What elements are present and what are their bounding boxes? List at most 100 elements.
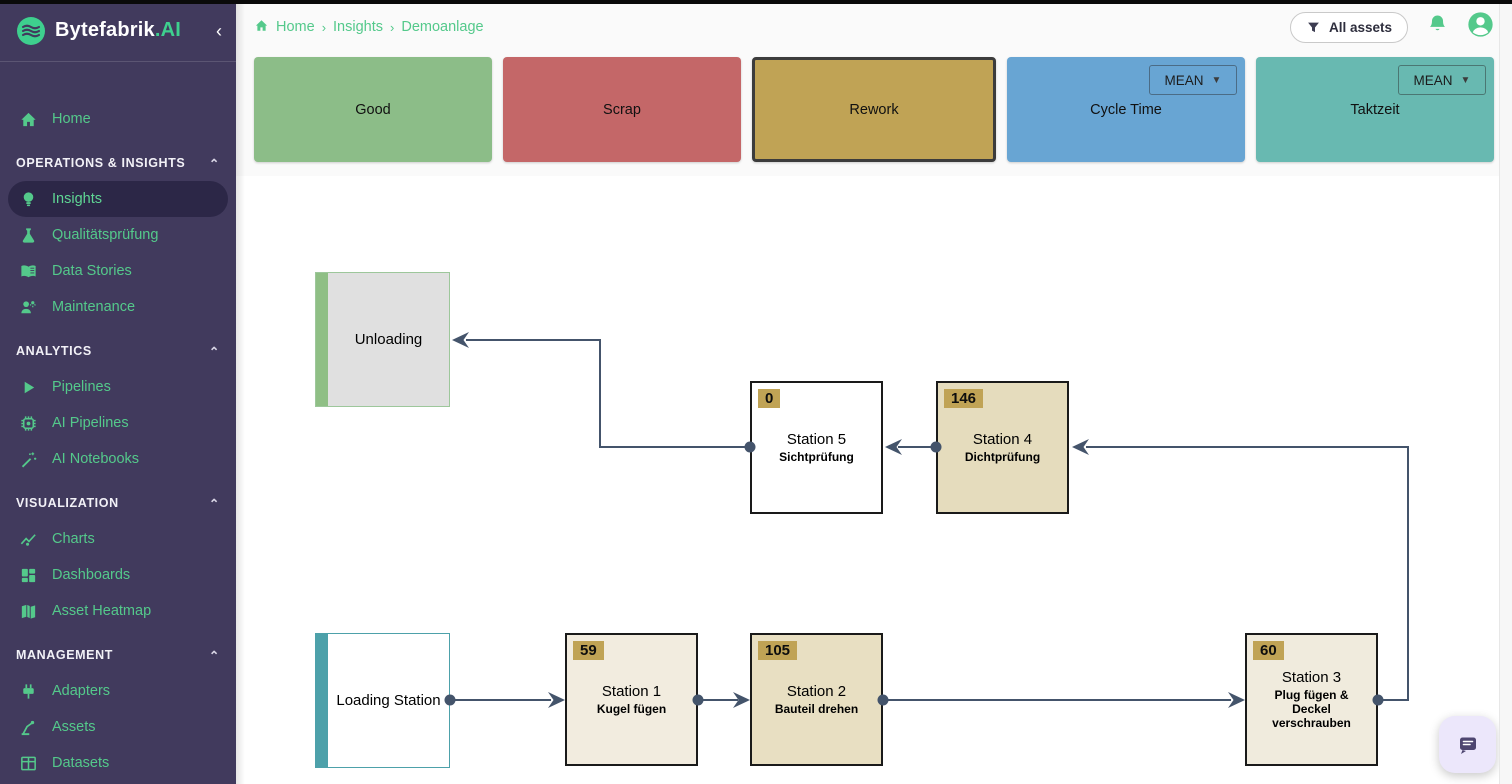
sidebar-item-charts[interactable]: Charts (0, 521, 236, 557)
chevron-up-icon: ⌃ (208, 344, 220, 359)
map-icon (16, 602, 40, 621)
brand-name: Bytefabrik.AI (55, 19, 181, 41)
metric-card-rework[interactable]: Rework (752, 57, 996, 162)
dashboard-icon (16, 566, 40, 585)
top-bar: Home › Insights › Demoanlage All assets (236, 4, 1512, 50)
magic-wand-icon (16, 450, 40, 469)
breadcrumb-home-icon[interactable] (254, 18, 269, 37)
book-icon (16, 262, 40, 281)
caret-down-icon: ▼ (1460, 74, 1471, 86)
sidebar: Bytefabrik.AI ‹ Home OPERATIONS & INSIGH… (0, 0, 236, 784)
breadcrumb-separator: › (390, 19, 395, 35)
sidebar-section-operations[interactable]: OPERATIONS & INSIGHTS ⌃ (16, 156, 220, 171)
line-chart-icon (16, 530, 40, 549)
node-label: Unloading (354, 331, 423, 348)
sidebar-item-asset-heatmap[interactable]: Asset Heatmap (0, 593, 236, 629)
sidebar-item-qualitaetspruefung[interactable]: Qualitätsprüfung (0, 217, 236, 253)
rework-count-badge: 0 (758, 389, 781, 408)
engineer-icon (16, 298, 40, 317)
metric-cards: Good Scrap Rework MEAN ▼ Cycle Time MEAN… (254, 57, 1494, 162)
sidebar-item-adapters[interactable]: Adapters (0, 673, 236, 709)
station-subtitle: Sichtprüfung (779, 450, 854, 464)
node-station2[interactable]: 105 Station 2 Bauteil drehen (750, 633, 883, 766)
station-title: Station 5 (786, 431, 847, 448)
asset-filter-button[interactable]: All assets (1289, 11, 1408, 43)
metric-card-scrap[interactable]: Scrap (503, 57, 741, 162)
aggregation-select[interactable]: MEAN ▼ (1398, 65, 1486, 95)
rework-count-badge: 59 (573, 641, 604, 660)
sidebar-item-dashboards[interactable]: Dashboards (0, 557, 236, 593)
station-title: Station 2 (786, 683, 847, 700)
breadcrumb-separator: › (321, 19, 327, 35)
table-grid-icon (16, 754, 40, 773)
station-subtitle: Plug fügen & Deckel verschrauben (1272, 688, 1351, 730)
home-icon (16, 110, 40, 129)
breadcrumb-item-demoanlage[interactable]: Demoanlage (401, 19, 484, 35)
node-accent-bar (316, 273, 328, 406)
metric-card-cycle-time[interactable]: MEAN ▼ Cycle Time (1007, 57, 1245, 162)
sidebar-item-datasets[interactable]: Datasets (0, 745, 236, 781)
chat-bubble-icon (1459, 737, 1476, 754)
sidebar-item-assets[interactable]: Assets (0, 709, 236, 745)
chevron-up-icon: ⌃ (208, 648, 220, 663)
edge-station5-to-unloading (466, 339, 750, 448)
node-loading-station[interactable]: Loading Station (315, 633, 450, 768)
chevron-up-icon: ⌃ (208, 496, 220, 511)
user-avatar-icon[interactable] (1467, 11, 1494, 43)
metric-card-label: Rework (849, 101, 899, 118)
chip-icon (16, 414, 40, 433)
chat-button[interactable] (1439, 716, 1496, 773)
sidebar-item-ai-pipelines[interactable]: AI Pipelines (0, 405, 236, 441)
station-title: Station 4 (972, 431, 1033, 448)
station-title: Station 3 (1281, 669, 1342, 686)
breadcrumb-item-home[interactable]: Home (276, 19, 315, 35)
metric-card-label: Good (355, 101, 391, 118)
node-station1[interactable]: 59 Station 1 Kugel fügen (565, 633, 698, 766)
sidebar-section-visualization[interactable]: VISUALIZATION ⌃ (16, 496, 220, 511)
sidebar-item-pipelines[interactable]: Pipelines (0, 369, 236, 405)
scrollbar-track[interactable] (1499, 4, 1512, 784)
rework-count-badge: 60 (1253, 641, 1284, 660)
filter-funnel-icon (1308, 22, 1319, 32)
notifications-bell-icon[interactable] (1426, 13, 1449, 41)
node-station3[interactable]: 60 Station 3 Plug fügen & Deckel verschr… (1245, 633, 1378, 766)
node-accent-bar (316, 634, 328, 767)
node-station4[interactable]: 146 Station 4 Dichtprüfung (936, 381, 1069, 514)
metric-card-label: Cycle Time (1090, 101, 1162, 118)
plug-icon (16, 682, 40, 701)
robot-arm-icon (16, 718, 40, 737)
node-station5[interactable]: 0 Station 5 Sichtprüfung (750, 381, 883, 514)
sidebar-section-management[interactable]: MANAGEMENT ⌃ (16, 648, 220, 663)
brand-header: Bytefabrik.AI ‹ (0, 0, 236, 62)
node-unloading[interactable]: Unloading (315, 272, 450, 407)
sidebar-item-home[interactable]: Home (0, 101, 236, 137)
station-subtitle: Kugel fügen (596, 702, 667, 716)
main-content: Home › Insights › Demoanlage All assets … (236, 0, 1512, 784)
sidebar-collapse-icon[interactable]: ‹ (216, 20, 222, 41)
station-title: Station 1 (601, 683, 662, 700)
window-top-strip (0, 0, 1512, 4)
metric-card-good[interactable]: Good (254, 57, 492, 162)
metric-card-taktzeit[interactable]: MEAN ▼ Taktzeit (1256, 57, 1494, 162)
play-icon (16, 378, 40, 397)
sidebar-item-maintenance[interactable]: Maintenance (0, 289, 236, 325)
metric-card-label: Taktzeit (1350, 101, 1400, 118)
chevron-up-icon: ⌃ (208, 156, 220, 171)
sidebar-item-ai-notebooks[interactable]: AI Notebooks (0, 441, 236, 477)
sidebar-nav: Home OPERATIONS & INSIGHTS ⌃ Insights Qu… (0, 62, 236, 781)
breadcrumb: Home › Insights › Demoanlage (254, 18, 484, 37)
station-subtitle: Bauteil drehen (774, 702, 859, 716)
bytefabrik-logo-icon (17, 16, 45, 45)
rework-count-badge: 105 (758, 641, 798, 660)
node-label: Loading Station (336, 692, 441, 709)
metric-card-label: Scrap (603, 101, 641, 118)
aggregation-select[interactable]: MEAN ▼ (1149, 65, 1237, 95)
sidebar-item-insights[interactable]: Insights (8, 181, 228, 217)
breadcrumb-item-insights[interactable]: Insights (333, 19, 384, 35)
sidebar-section-analytics[interactable]: ANALYTICS ⌃ (16, 344, 220, 359)
flask-icon (16, 226, 40, 245)
caret-down-icon: ▼ (1211, 74, 1222, 86)
rework-count-badge: 146 (944, 389, 984, 408)
sidebar-item-data-stories[interactable]: Data Stories (0, 253, 236, 289)
station-subtitle: Dichtprüfung (964, 450, 1041, 464)
